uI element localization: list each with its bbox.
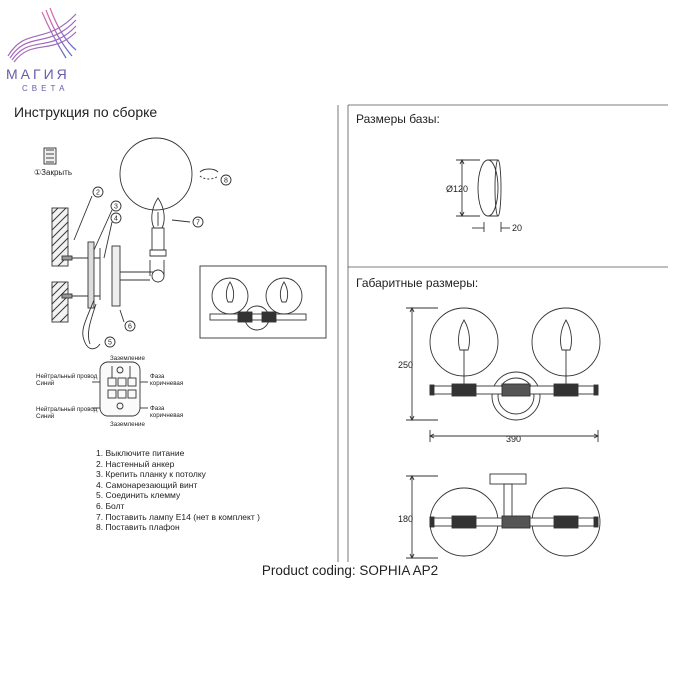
ground-top-label: Заземление <box>110 355 145 362</box>
brand-name: МАГИЯ <box>6 66 70 82</box>
product-coding: Product coding: SOPHIA AP2 <box>261 563 439 578</box>
overall-dimensions-title: Габаритные размеры: <box>356 276 479 290</box>
base-dimension-drawing: Ø120 20 <box>446 158 522 233</box>
blue-top-label: Синий <box>36 380 55 387</box>
callout-4: 4 <box>114 216 118 223</box>
phase-top-label: Фаза <box>150 373 165 380</box>
callout-5: 5 <box>108 340 112 347</box>
phase-bottom-label: Фаза <box>150 405 165 412</box>
step-1: 1. Выключите питание <box>96 448 185 458</box>
wall-hatch <box>51 207 69 323</box>
steps-list: 1. Выключите питание 2. Настенный анкер … <box>96 448 260 533</box>
inset-two-lamp-view <box>199 265 327 339</box>
base-depth-value: 20 <box>512 223 522 233</box>
callout-7: 7 <box>196 220 200 227</box>
blue-bottom-label: Синий <box>36 413 55 420</box>
twist-label: ①Закрыть <box>34 168 72 177</box>
callout-3: 3 <box>114 204 118 211</box>
neutral-top-label: Нейтральный провод <box>36 373 98 380</box>
neutral-bottom-label: Нейтральный провод <box>36 406 98 413</box>
width-value: 390 <box>506 434 521 444</box>
step-8: 8. Поставить плафон <box>96 522 180 533</box>
height-value: 250 <box>398 360 413 370</box>
brown-bottom-label: коричневая <box>150 412 183 419</box>
ground-bottom-label: Заземление <box>110 421 145 428</box>
base-dimensions-title: Размеры базы: <box>356 112 440 126</box>
connector-icon <box>43 147 57 165</box>
callout-6: 6 <box>128 324 132 331</box>
callout-8: 8 <box>224 178 228 185</box>
step-4: 4. Самонарезающий винт <box>96 479 198 490</box>
base-diameter-value: Ø120 <box>446 184 468 194</box>
assembly-diagram: 2 3 4 5 6 7 8 ①Закрыть Заземление Нейтра… <box>34 137 327 428</box>
logo-wave-icon <box>7 7 77 63</box>
assembly-title: Инструкция по сборке <box>14 104 158 120</box>
callout-2: 2 <box>96 190 100 197</box>
step-6: 6. Болт <box>96 500 125 511</box>
step-7: 7. Поставить лампу E14 (нет в комплект ) <box>96 511 260 522</box>
step-2: 2. Настенный анкер <box>96 458 175 469</box>
projection-value: 180 <box>398 514 413 524</box>
step-5: 5. Соединить клемму <box>96 490 181 501</box>
brown-top-label: коричневая <box>150 380 183 387</box>
brand-subtitle: СВЕТА <box>22 84 69 93</box>
overall-dimension-drawing: 250 390 180 <box>398 306 601 560</box>
step-3: 3. Крепить планку к потолку <box>96 469 206 480</box>
